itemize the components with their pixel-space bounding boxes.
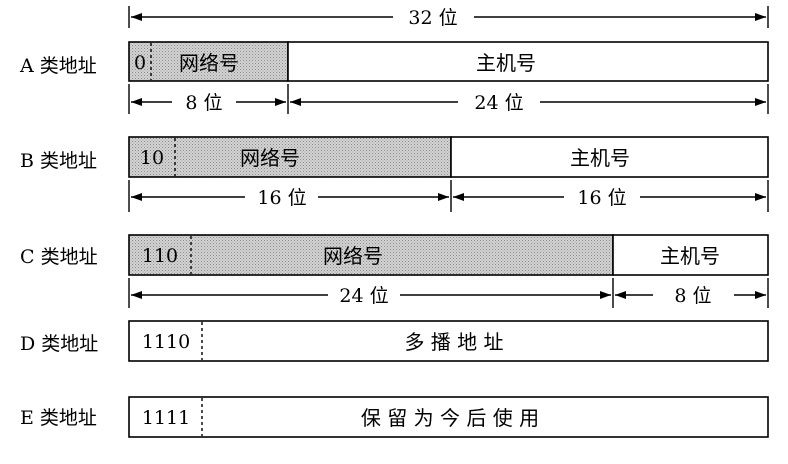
class-e-row: E 类地址 1111 保 留 为 今 后 使 用 xyxy=(20,396,769,438)
class-b-dimensions: 16 位 16 位 xyxy=(128,180,769,212)
class-c-host-bits: 8 位 xyxy=(674,285,711,307)
class-b-label: B 类地址 xyxy=(20,150,97,172)
class-c-host-label: 主机号 xyxy=(660,244,720,268)
class-a-label: A 类地址 xyxy=(19,55,97,77)
class-d-field xyxy=(128,320,769,362)
class-c-prefix: 110 xyxy=(142,245,178,267)
class-a-prefix: 0 xyxy=(134,52,146,74)
class-b-host-bits: 16 位 xyxy=(577,187,626,209)
class-c-dimensions: 24 位 8 位 xyxy=(128,278,769,308)
class-a-host-label: 主机号 xyxy=(476,51,536,75)
class-c-network-label: 网络号 xyxy=(323,244,383,268)
dimension-total: 32 位 xyxy=(128,6,769,29)
class-b-host-label: 主机号 xyxy=(570,146,630,170)
class-b-host-field xyxy=(450,136,769,178)
class-a-network-field xyxy=(128,41,289,82)
class-d-prefix: 1110 xyxy=(142,331,190,353)
class-c-host-field xyxy=(612,234,769,276)
class-e-prefix: 1111 xyxy=(142,407,190,429)
class-b-network-field xyxy=(128,136,452,178)
class-d-row: D 类地址 1110 多 播 地 址 xyxy=(20,320,769,362)
class-b-network-bits: 16 位 xyxy=(257,187,306,209)
class-a-network-label: 网络号 xyxy=(179,51,239,75)
class-b-prefix: 10 xyxy=(140,147,164,169)
class-e-reserved-label: 保 留 为 今 后 使 用 xyxy=(361,406,539,430)
class-d-label: D 类地址 xyxy=(20,333,98,355)
class-a-host-field xyxy=(287,41,769,82)
class-d-multicast-label: 多 播 地 址 xyxy=(404,330,503,354)
class-b-network-label: 网络号 xyxy=(240,146,300,170)
class-c-row: C 类地址 110 网络号 主机号 xyxy=(20,234,769,276)
class-c-network-bits: 24 位 xyxy=(339,285,388,307)
dimension-total-label: 32 位 xyxy=(408,7,457,29)
class-c-label: C 类地址 xyxy=(20,246,98,268)
class-b-row: B 类地址 10 网络号 主机号 xyxy=(20,136,769,178)
class-e-field xyxy=(128,396,769,438)
class-a-row: A 类地址 0 网络号 主机号 xyxy=(19,41,769,82)
class-a-dimensions: 8 位 24 位 xyxy=(128,84,769,114)
class-e-label: E 类地址 xyxy=(20,407,97,429)
class-a-network-bits: 8 位 xyxy=(185,92,222,114)
class-a-host-bits: 24 位 xyxy=(474,92,523,114)
